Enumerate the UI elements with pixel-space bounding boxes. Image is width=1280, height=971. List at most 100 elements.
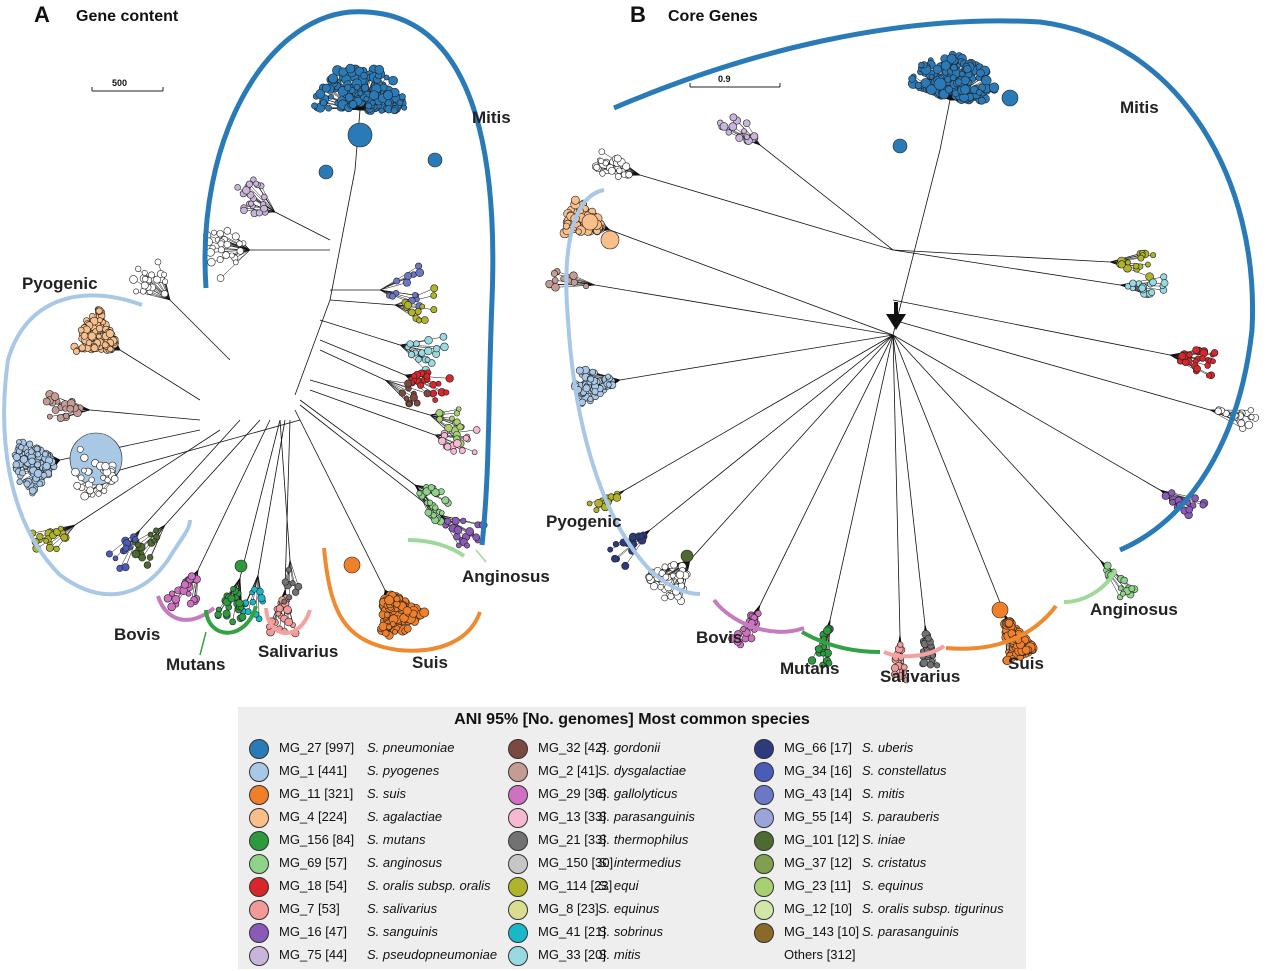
tree-tip-node [458, 447, 466, 454]
tree-tip-node [1150, 252, 1157, 259]
tree-tip-node [443, 389, 450, 396]
tree-tip-node [436, 415, 444, 423]
panel-b-label-mitis: Mitis [1120, 98, 1159, 117]
legend-swatch [754, 831, 774, 851]
tree-tip-node [216, 256, 224, 264]
legend-cluster-id: MG_1 [441] [279, 763, 347, 778]
tree-tip-node [105, 550, 113, 558]
tree-tip-node [611, 554, 619, 563]
tree-tip-node [392, 629, 398, 635]
tree-tip-node [140, 281, 149, 290]
panel-a-label-mutans: Mutans [166, 655, 226, 674]
tree-tip-node [949, 74, 957, 81]
tree-tip-node [583, 283, 590, 290]
tree-tip-node [924, 634, 932, 642]
tree-tip-node [1210, 358, 1216, 365]
tree-tip-node [95, 490, 102, 497]
legend-swatch [249, 877, 269, 897]
tree-tip-node [823, 626, 832, 635]
tree-tip-node [315, 89, 326, 99]
legend-cluster-id: MG_11 [321] [279, 786, 354, 801]
tree-tip-node [43, 537, 49, 544]
tree-tip-node [80, 453, 89, 462]
tree-tip-node [251, 586, 258, 593]
tree-tip-node [430, 512, 437, 519]
tree-tip-node [575, 366, 584, 375]
tree-tip-node [991, 601, 1009, 619]
legend-cluster-id: MG_27 [997] [279, 740, 355, 755]
tree-tip-node [1149, 278, 1157, 287]
tree-tip-node [77, 474, 85, 482]
tree-tip-node [1117, 585, 1124, 592]
legend-cluster-id: MG_32 [42] [538, 740, 606, 755]
tree-tip-node [80, 332, 89, 340]
tree-tip-node [950, 63, 958, 72]
tree-tip-node [416, 317, 423, 324]
tree-tip-node [403, 301, 412, 310]
tree-tip-node [599, 170, 606, 177]
tree-tip-node [451, 516, 460, 525]
panel-a-scale-bar: 500 [91, 78, 164, 92]
tree-tip-node [423, 372, 431, 380]
tree-tip-node [1148, 289, 1156, 296]
tree-tip-node [650, 582, 658, 591]
legend-swatch [249, 900, 269, 920]
tree-tip-node [946, 53, 957, 64]
tree-tip-node [591, 388, 599, 396]
panel-a-anginosus-pointer [475, 549, 487, 563]
legend-swatch [249, 785, 269, 805]
tree-tip-node [1117, 260, 1126, 269]
tree-tip-node [460, 517, 467, 524]
tree-tip-node [1199, 355, 1206, 362]
legend-cluster-id: MG_13 [33] [538, 809, 606, 824]
tree-tip-node [122, 544, 130, 552]
tree-tip-node [1247, 407, 1254, 414]
tree-tip-node [621, 561, 630, 570]
tree-tip-node [86, 486, 94, 495]
tree-tip-node [944, 85, 953, 94]
tree-tip-node [347, 122, 373, 148]
tree-tip-node [415, 268, 425, 277]
tree-tip-node [416, 490, 423, 497]
tree-tip-node [148, 271, 155, 279]
tree-tip-node [294, 582, 303, 591]
tree-tip-node [95, 483, 103, 491]
legend-swatch [754, 762, 774, 782]
tree-tip-node [396, 99, 404, 106]
tree-tip-node [551, 283, 560, 292]
tree-tip-node [357, 90, 364, 97]
tree-tip-node [439, 333, 448, 341]
panel-a-label-anginosus: Anginosus [462, 567, 550, 586]
legend-cluster-id: MG_55 [14] [784, 809, 852, 824]
tree-tip-node [959, 70, 966, 78]
panel-a-salivarius-arc [264, 607, 312, 635]
legend-swatch [508, 739, 528, 759]
tree-tip-node [570, 195, 580, 205]
tree-tip-node [101, 462, 110, 471]
tree-tip-node [675, 570, 685, 579]
tree-tip-node [361, 83, 370, 92]
tree-tip-node [344, 84, 352, 92]
tree-tip-node [230, 585, 237, 592]
tree-tip-node [820, 650, 826, 657]
tree-tip-node [670, 560, 678, 569]
tree-tip-node [321, 83, 331, 93]
tree-tip-node [807, 656, 817, 665]
tree-tip-node [236, 240, 243, 247]
tree-tip-node [1001, 89, 1019, 107]
tree-tip-node [28, 457, 36, 465]
tree-tip-node [462, 434, 470, 442]
tree-tip-node [162, 278, 169, 285]
legend-swatch [249, 831, 269, 851]
tree-tip-node [733, 637, 742, 646]
tree-tip-node [101, 341, 109, 349]
tree-tip-node [216, 230, 224, 238]
tree-tip-node [914, 81, 923, 90]
tree-tip-node [657, 583, 664, 591]
tree-tip-node [586, 500, 593, 507]
tree-tip-node [427, 152, 443, 168]
panel-a-label-salivarius: Salivarius [258, 642, 338, 661]
tree-tip-node [426, 499, 434, 506]
tree-tip-node [407, 351, 415, 359]
panel-a-mitis-arc [202, 9, 496, 546]
